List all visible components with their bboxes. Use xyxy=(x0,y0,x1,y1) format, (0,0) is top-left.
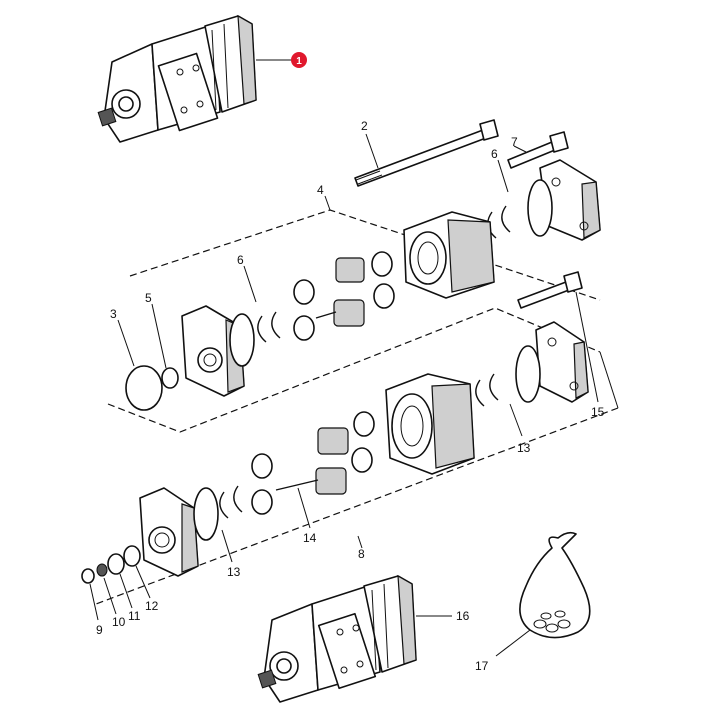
callout-10: 10 xyxy=(112,615,126,629)
leader-6a xyxy=(497,159,509,193)
leader-6b xyxy=(243,265,257,303)
seal-upper-left-6[interactable] xyxy=(257,311,281,343)
callout-9: 9 xyxy=(96,623,103,637)
pump-assembly-top[interactable] xyxy=(97,14,257,143)
leader-8 xyxy=(357,535,363,549)
leader-9 xyxy=(89,583,99,621)
callout-13b: 13 xyxy=(227,565,241,579)
leader-13a xyxy=(509,403,523,437)
short-bolt-part-7[interactable] xyxy=(507,131,569,169)
highlight-badge-1[interactable]: 1 xyxy=(291,52,307,68)
callout-5: 5 xyxy=(145,291,152,305)
pump-housing-upper[interactable] xyxy=(403,211,495,299)
seal-lower-13[interactable] xyxy=(475,373,499,407)
rear-cover-lower[interactable] xyxy=(535,321,589,403)
leader-2 xyxy=(365,133,379,169)
seal-lower-left-13[interactable] xyxy=(219,485,243,519)
nut-part-9[interactable] xyxy=(81,568,95,584)
washer-part-10[interactable] xyxy=(96,563,108,577)
highlight-badge-label: 1 xyxy=(296,56,302,67)
callout-14: 14 xyxy=(303,531,317,545)
callout-7: 7 xyxy=(511,135,518,149)
callout-11: 11 xyxy=(128,609,141,623)
leader-10 xyxy=(103,577,117,615)
pump-housing-lower[interactable] xyxy=(385,373,475,475)
leader-17 xyxy=(495,629,531,657)
callout-6a: 6 xyxy=(491,147,498,161)
callout-2: 2 xyxy=(361,119,368,133)
callout-13a: 13 xyxy=(517,441,531,455)
oring-lower-13[interactable] xyxy=(515,345,541,403)
leader-4 xyxy=(324,195,331,211)
highlight-badge-circle xyxy=(291,52,307,68)
pump-assembly-bottom[interactable] xyxy=(257,574,417,703)
callout-3: 3 xyxy=(110,307,117,321)
callout-16: 16 xyxy=(456,609,470,623)
leader-7 xyxy=(513,145,527,153)
leader-14 xyxy=(297,487,311,529)
leader-11 xyxy=(119,573,133,609)
leader-13b xyxy=(221,529,233,563)
leader-3 xyxy=(117,319,135,367)
parts-bag-17[interactable] xyxy=(519,531,591,639)
callout-4: 4 xyxy=(317,183,324,197)
long-bolt-part-2[interactable] xyxy=(354,119,499,187)
gear-set-upper[interactable] xyxy=(293,251,395,341)
callout-12: 12 xyxy=(145,599,159,613)
ring-part-11[interactable] xyxy=(107,553,125,575)
oring-upper-6[interactable] xyxy=(527,179,553,237)
seal-part-12[interactable] xyxy=(123,545,141,567)
oring-lower-left-13[interactable] xyxy=(193,487,219,541)
oring-upper-left-6[interactable] xyxy=(229,313,255,367)
callout-17: 17 xyxy=(475,659,489,673)
long-bolt-part-15[interactable] xyxy=(517,271,583,309)
oring-part-3[interactable] xyxy=(125,365,163,411)
front-cover-lower[interactable] xyxy=(139,487,199,577)
leader-5 xyxy=(151,303,167,369)
bracket-8-right xyxy=(599,351,619,409)
gear-set-lower[interactable] xyxy=(251,411,375,515)
leader-15 xyxy=(575,291,599,403)
callout-8: 8 xyxy=(358,547,365,561)
leader-12 xyxy=(135,565,151,599)
callout-15: 15 xyxy=(591,405,605,419)
seal-part-5[interactable] xyxy=(161,367,179,389)
rear-cover-upper[interactable] xyxy=(539,159,601,241)
callout-6b: 6 xyxy=(237,253,244,267)
bracket-8-top xyxy=(107,307,601,433)
